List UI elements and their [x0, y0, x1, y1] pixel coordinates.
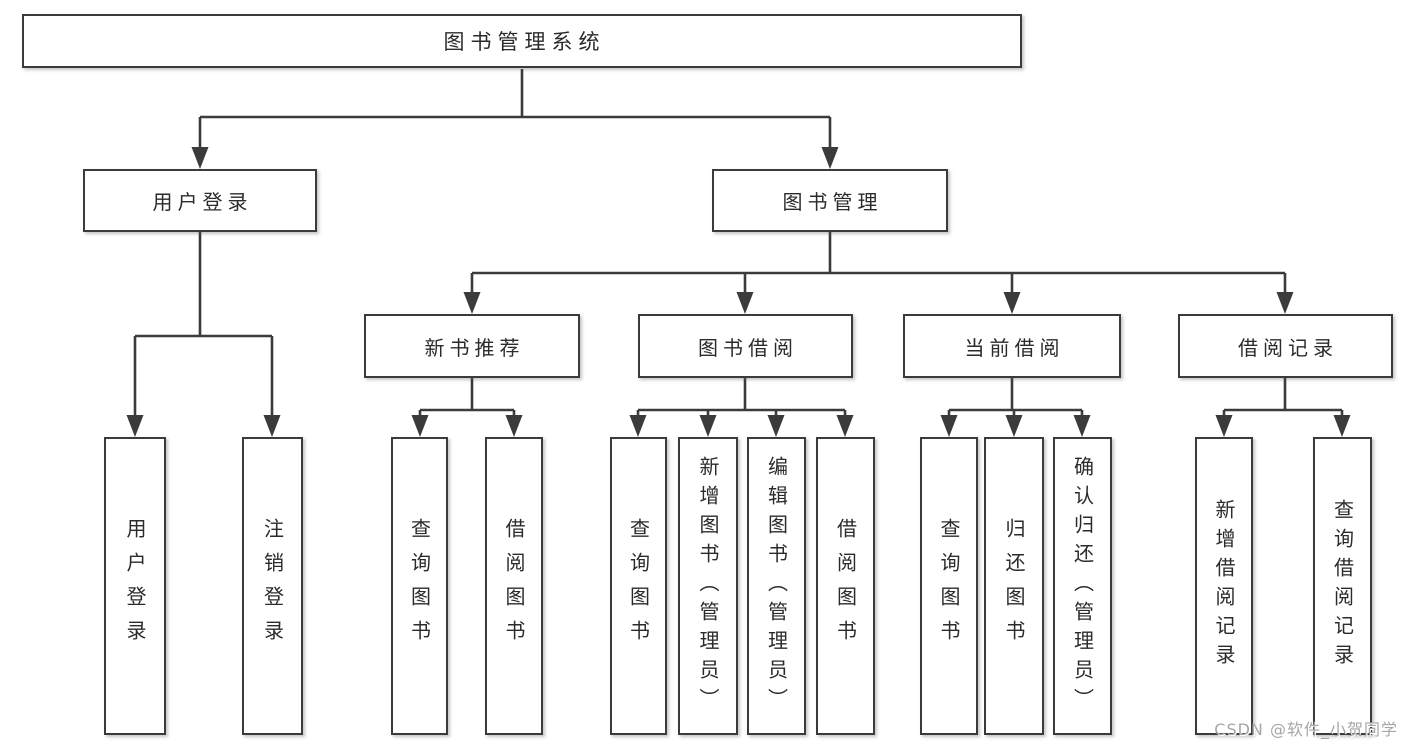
- leaf-label: 查询图书: [937, 518, 961, 654]
- leaf-return-books: 归还图书: [984, 437, 1044, 735]
- node-new-book-recommendation: 新书推荐: [364, 314, 580, 378]
- leaf-query-books-1: 查询图书: [391, 437, 448, 735]
- leaf-borrow-books-2: 借阅图书: [816, 437, 875, 735]
- leaf-label: 新增图书（管理员）: [696, 455, 720, 717]
- leaf-label: 借阅图书: [833, 518, 858, 654]
- leaf-query-books-3: 查询图书: [920, 437, 978, 735]
- leaf-user-login: 用户登录: [104, 437, 166, 735]
- leaf-label: 新增借阅记录: [1212, 499, 1236, 673]
- node-label: 新书推荐: [424, 335, 525, 360]
- leaf-label: 查询图书: [407, 518, 432, 654]
- leaf-label: 编辑图书（管理员）: [764, 455, 789, 717]
- leaf-label: 用户登录: [123, 518, 147, 654]
- node-label: 图书管理: [782, 190, 883, 214]
- csdn-watermark: CSDN @软件_小贺同学: [1214, 720, 1398, 739]
- leaf-label: 归还图书: [1002, 518, 1026, 654]
- node-current-borrowing: 当前借阅: [903, 314, 1121, 378]
- leaf-label: 查询借阅记录: [1330, 499, 1355, 673]
- leaf-add-book-admin: 新增图书（管理员）: [678, 437, 738, 735]
- leaf-query-books-2: 查询图书: [610, 437, 667, 735]
- node-borrowing-records: 借阅记录: [1178, 314, 1393, 378]
- node-user-login: 用户登录: [83, 169, 317, 232]
- leaf-query-borrow-record: 查询借阅记录: [1313, 437, 1372, 735]
- node-label: 当前借阅: [964, 335, 1065, 360]
- node-book-management: 图书管理: [712, 169, 948, 232]
- leaf-add-borrow-record: 新增借阅记录: [1195, 437, 1253, 735]
- leaf-label: 注销登录: [260, 518, 285, 654]
- leaf-edit-book-admin: 编辑图书（管理员）: [747, 437, 806, 735]
- leaf-logout: 注销登录: [242, 437, 303, 735]
- node-library-management-system: 图书管理系统: [22, 14, 1022, 68]
- node-label: 用户登录: [152, 190, 253, 214]
- leaf-label: 借阅图书: [502, 518, 526, 654]
- leaf-confirm-return-admin: 确认归还（管理员）: [1053, 437, 1112, 735]
- leaf-borrow-books-1: 借阅图书: [485, 437, 543, 735]
- node-label: 图书借阅: [698, 335, 798, 360]
- node-label: 借阅记录: [1238, 335, 1338, 360]
- node-label: 图书管理系统: [443, 30, 606, 54]
- leaf-label: 确认归还（管理员）: [1070, 455, 1095, 717]
- leaf-label: 查询图书: [626, 518, 651, 654]
- node-book-borrowing: 图书借阅: [638, 314, 853, 378]
